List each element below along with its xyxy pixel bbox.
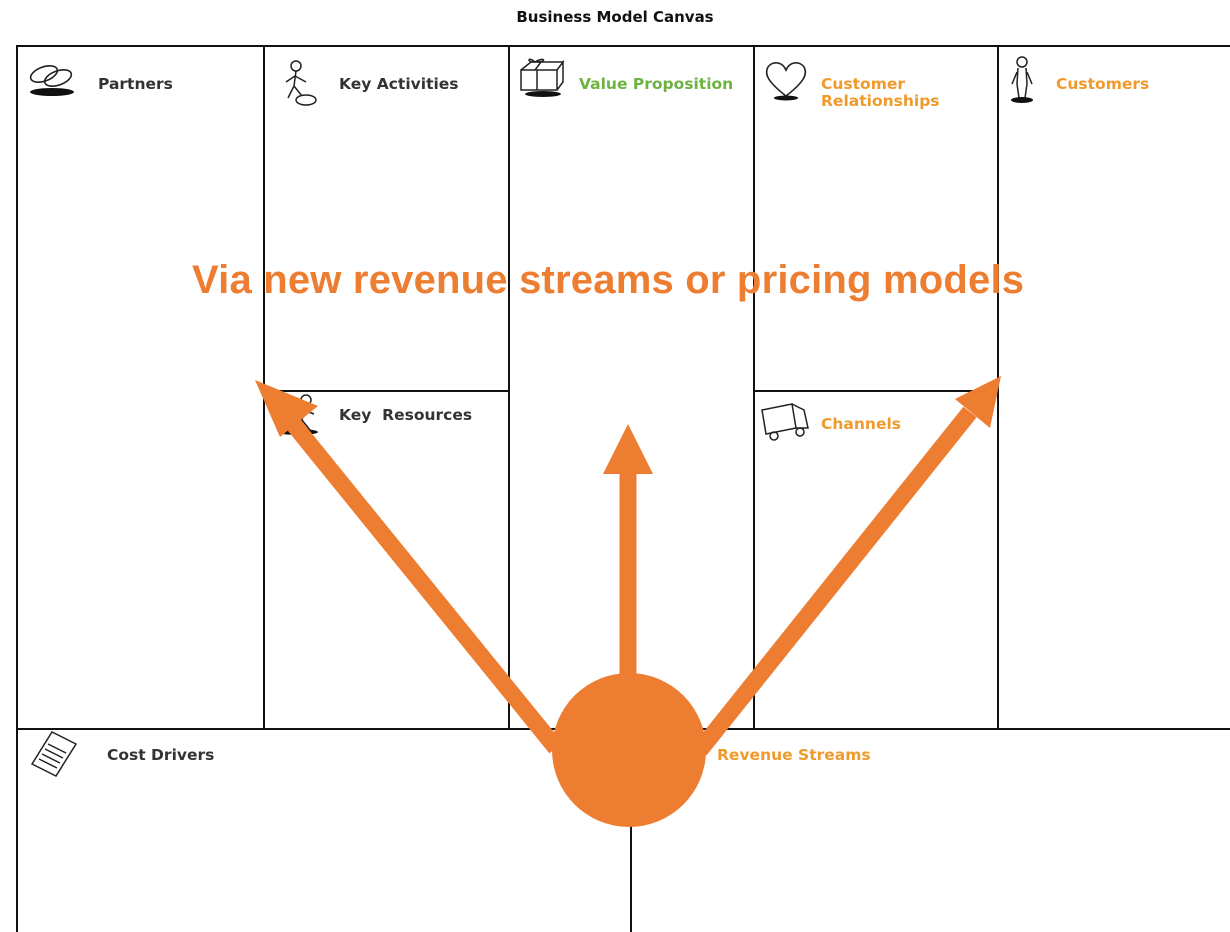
arrow-to-channels (693, 406, 977, 756)
block-label-key-resources: Key Resources (339, 406, 473, 424)
person-icon (1011, 56, 1033, 103)
block-label-partners: Partners (98, 75, 173, 93)
block-label-value-proposition: Value Proposition (579, 75, 734, 93)
block-label-key-activities: Key Activities (339, 75, 459, 93)
overlay-headline: Via new revenue streams or pricing model… (192, 258, 1025, 302)
block-label-channels: Channels (821, 415, 901, 433)
block-label-customer-relationships-line2: Relationships (821, 92, 940, 110)
arrowhead-key-resources (255, 380, 318, 437)
delivery-truck-icon (761, 403, 809, 441)
canvas-title: Business Model Canvas (516, 8, 714, 26)
gift-box-icon (520, 58, 565, 97)
overlay-hub-circle (552, 673, 706, 827)
block-label-cost-drivers: Cost Drivers (107, 746, 215, 764)
block-label-customer-relationships-line1: Customer (821, 75, 906, 93)
chain-link-icon (29, 65, 74, 96)
arrow-to-key-resources (283, 414, 563, 754)
block-label-revenue-streams: Revenue Streams (717, 746, 871, 764)
arrowhead-channels (955, 376, 1001, 428)
worker-icon (285, 60, 317, 106)
receipt-icon (30, 731, 78, 777)
block-label-customers: Customers (1056, 75, 1150, 93)
heart-icon (765, 62, 807, 101)
block-label-customer-relationships: Customer Relationships (821, 76, 940, 110)
arrowhead-value-proposition (603, 424, 653, 474)
